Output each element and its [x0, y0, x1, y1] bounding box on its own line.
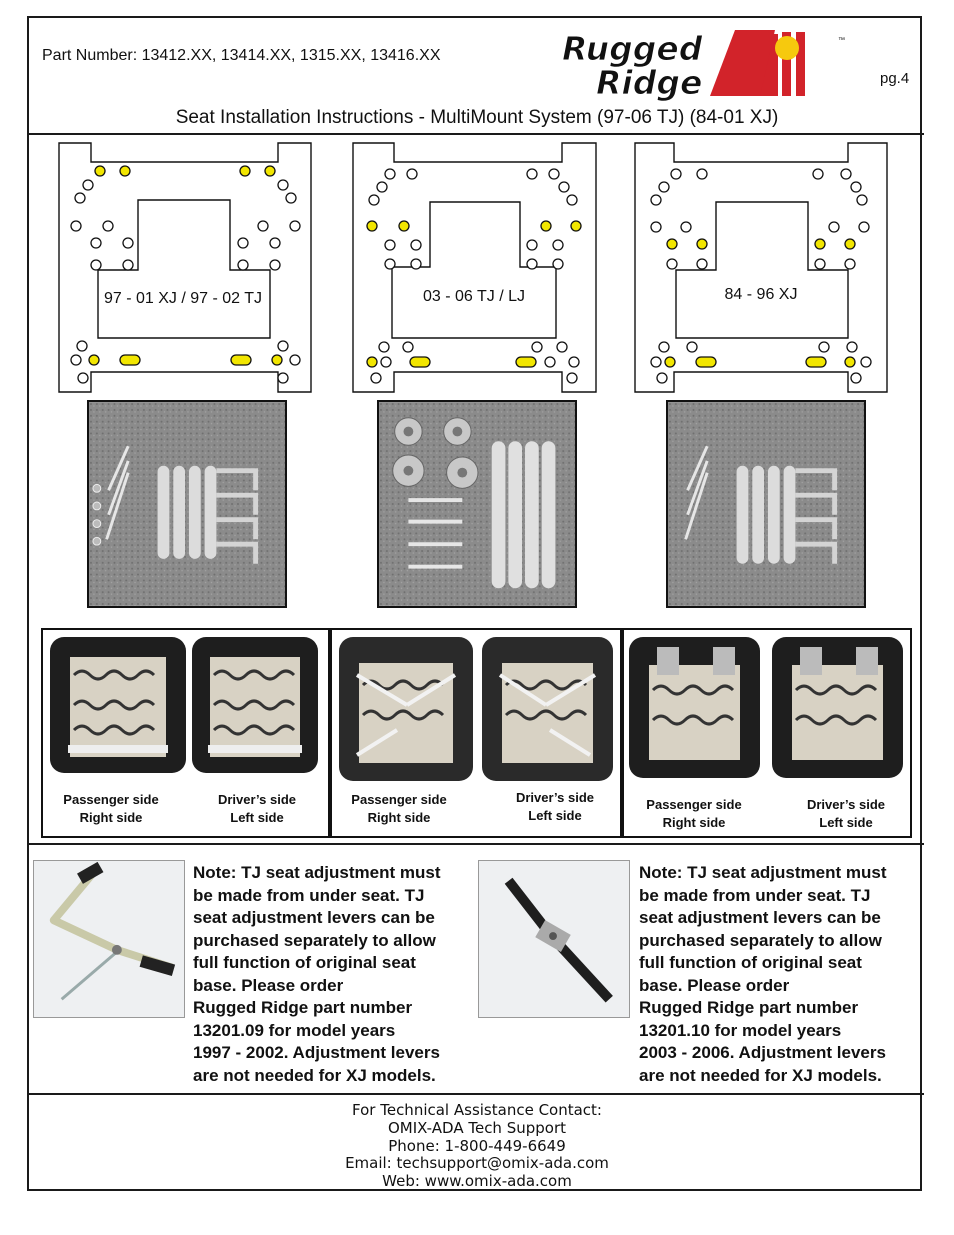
seat-photo-3b [772, 637, 903, 778]
page-number: pg.4 [880, 70, 910, 87]
plate-label-1: 97 - 01 XJ / 97 - 02 TJ [103, 290, 262, 307]
svg-text:Rugged: Rugged [562, 30, 703, 68]
contact-web-link[interactable]: Web: www.omix-ada.com [382, 1172, 572, 1191]
plate-label-2: 03 - 06 TJ / LJ [423, 288, 525, 305]
seat-photo-2b [482, 637, 613, 781]
header-divider [27, 133, 924, 135]
seat-photo-2a [339, 637, 473, 781]
seat-photo-3a [629, 637, 760, 778]
page-frame [27, 16, 922, 1191]
page-title: Seat Installation Instructions - MultiMo… [175, 107, 779, 128]
part-number: Part Number: 13412.XX, 13414.XX, 1315.XX… [42, 47, 441, 64]
hardware-photo-1 [87, 400, 287, 608]
seat-photo-1a [50, 637, 186, 773]
mount-plate-1 [58, 142, 312, 393]
plate-label-3: 84 - 96 XJ [724, 286, 798, 303]
footer-divider [27, 1093, 924, 1095]
contact-company: OMIX-ADA Tech Support [387, 1118, 567, 1137]
rugged-ridge-logo: Rugged Ridge ™ [562, 30, 845, 102]
contact-info: For Technical Assistance Contact: OMIX-A… [0, 1101, 954, 1191]
note-text-1: Note: TJ seat adjustment must be made fr… [193, 863, 441, 1085]
contact-phone: Phone: 1-800-449-6649 [388, 1136, 566, 1155]
contact-email-link[interactable]: Email: techsupport@omix-ada.com [345, 1154, 609, 1173]
mount-plate-3 [634, 142, 888, 393]
note-text-2: Note: TJ seat adjustment must be made fr… [639, 863, 887, 1085]
seat-photo-1b [192, 637, 318, 773]
mount-plate-2 [352, 142, 597, 393]
svg-text:™: ™ [838, 37, 845, 44]
svg-text:Ridge: Ridge [596, 63, 702, 102]
hardware-photo-2 [377, 400, 577, 608]
hardware-photo-3 [666, 400, 866, 608]
lever-image-2 [478, 860, 630, 1018]
contact-heading: For Technical Assistance Contact: [352, 1101, 602, 1119]
lever-image-1 [33, 860, 185, 1018]
seats-divider [27, 843, 924, 845]
